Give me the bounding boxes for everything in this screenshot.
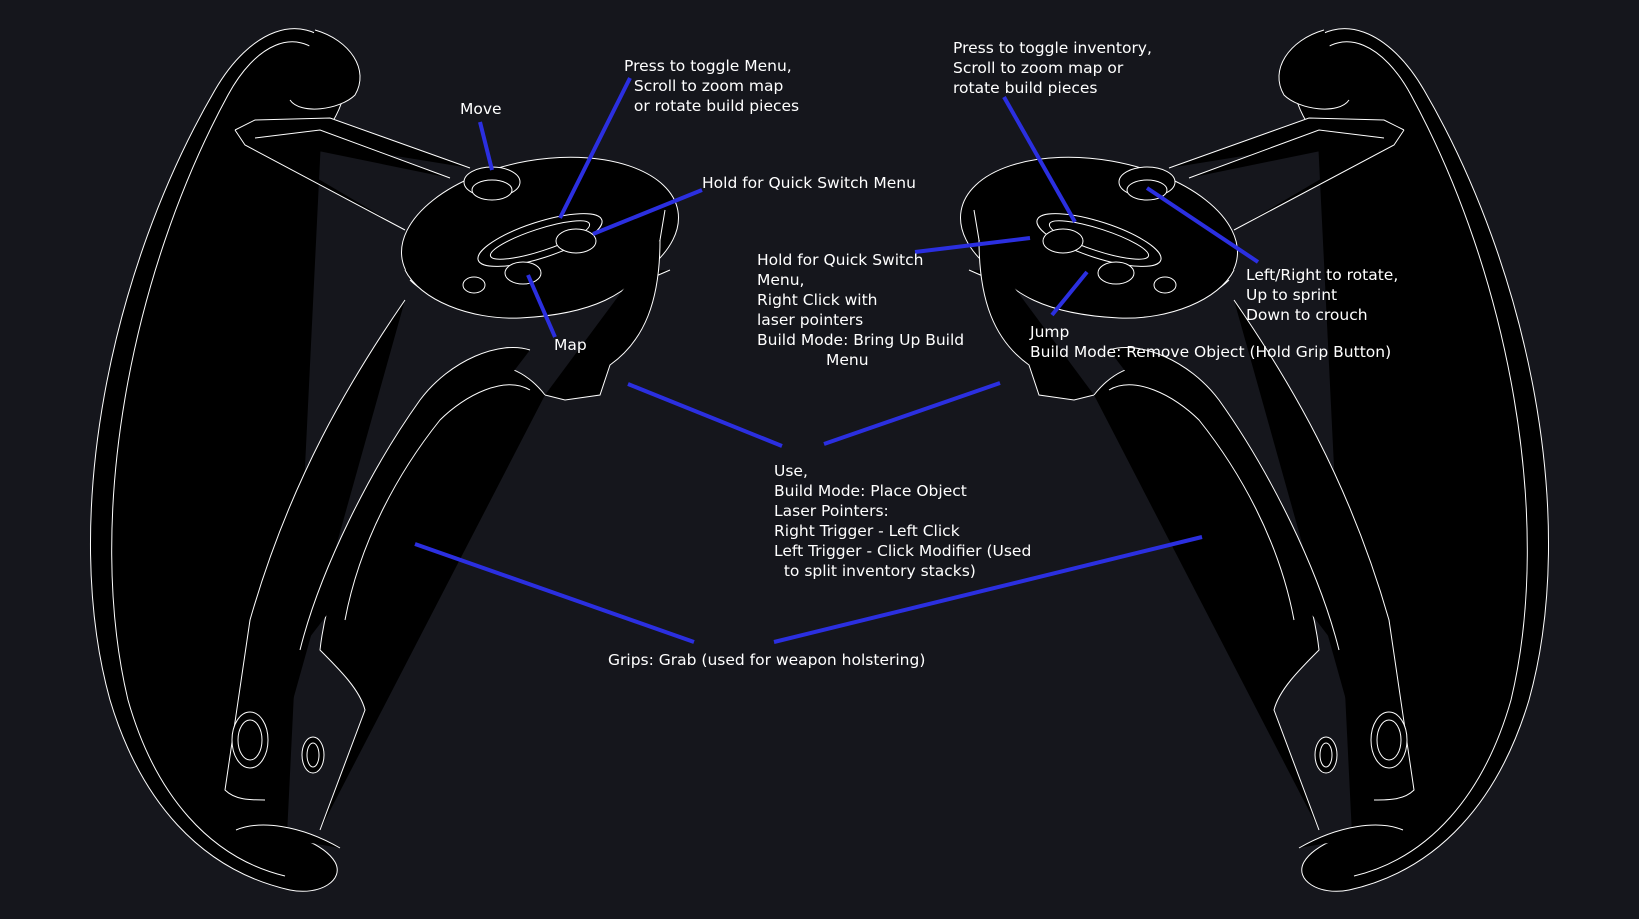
menu-toggle-label: Press to toggle Menu, Scroll to zoom map… — [624, 57, 800, 115]
rotate-sprint-crouch-label: Left/Right to rotate, Up to sprint Down … — [1246, 266, 1399, 324]
leader-move — [478, 121, 494, 171]
inventory-toggle-label: Press to toggle inventory, Scroll to zoo… — [953, 39, 1152, 97]
vr-controller-left-icon — [89, 28, 692, 892]
leader-grip-right — [773, 535, 1203, 644]
leader-trigger-left — [627, 382, 783, 448]
leader-quick-switch-left — [592, 188, 703, 236]
leader-quick-switch-right — [914, 236, 1031, 254]
quick-switch-left-label: Hold for Quick Switch Menu — [702, 174, 916, 192]
leader-rotate — [1145, 186, 1260, 264]
leader-inventory-toggle — [1002, 96, 1077, 223]
trigger-use-label: Use, Build Mode: Place Object Laser Poin… — [774, 462, 1032, 580]
leader-grip-left — [414, 542, 695, 644]
leader-trigger-right — [823, 381, 1001, 446]
leader-map — [526, 274, 557, 338]
leader-menu-toggle — [558, 77, 632, 219]
move-label: Move — [460, 100, 502, 118]
leader-jump — [1050, 270, 1089, 317]
leader-lines — [414, 77, 1260, 644]
grips-label: Grips: Grab (used for weapon holstering) — [608, 651, 926, 669]
map-label: Map — [554, 336, 587, 354]
jump-label: Jump Build Mode: Remove Object (Hold Gri… — [1030, 323, 1392, 361]
quick-switch-right-label: Hold for Quick Switch Menu, Right Click … — [757, 251, 965, 369]
